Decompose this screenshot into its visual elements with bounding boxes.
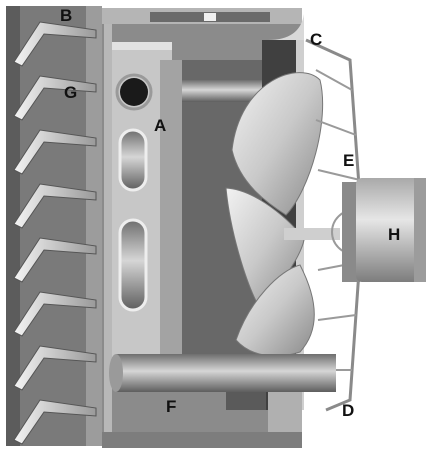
callout-a: A <box>154 116 167 135</box>
callout-b: B <box>60 6 73 25</box>
mounting-bracket <box>226 392 302 432</box>
louver-slat <box>13 183 97 229</box>
fan-blades <box>225 72 340 357</box>
louver-slat <box>13 345 97 391</box>
callout-f: F <box>166 397 177 416</box>
louver-slat <box>13 237 97 283</box>
callout-h: H <box>388 225 401 244</box>
fan-motor <box>342 178 426 282</box>
callout-g: G <box>64 83 78 102</box>
louver-slat <box>13 291 97 337</box>
louver-slat <box>13 129 97 175</box>
callout-c: C <box>310 30 323 49</box>
callout-d: D <box>342 401 355 420</box>
callout-e: E <box>343 151 355 170</box>
supply-pipe <box>109 354 336 392</box>
louver-slat <box>13 399 97 445</box>
louver-slat <box>13 75 97 121</box>
heating-coil <box>112 42 182 362</box>
louver-panel <box>6 6 102 446</box>
louver-slat <box>13 21 97 67</box>
